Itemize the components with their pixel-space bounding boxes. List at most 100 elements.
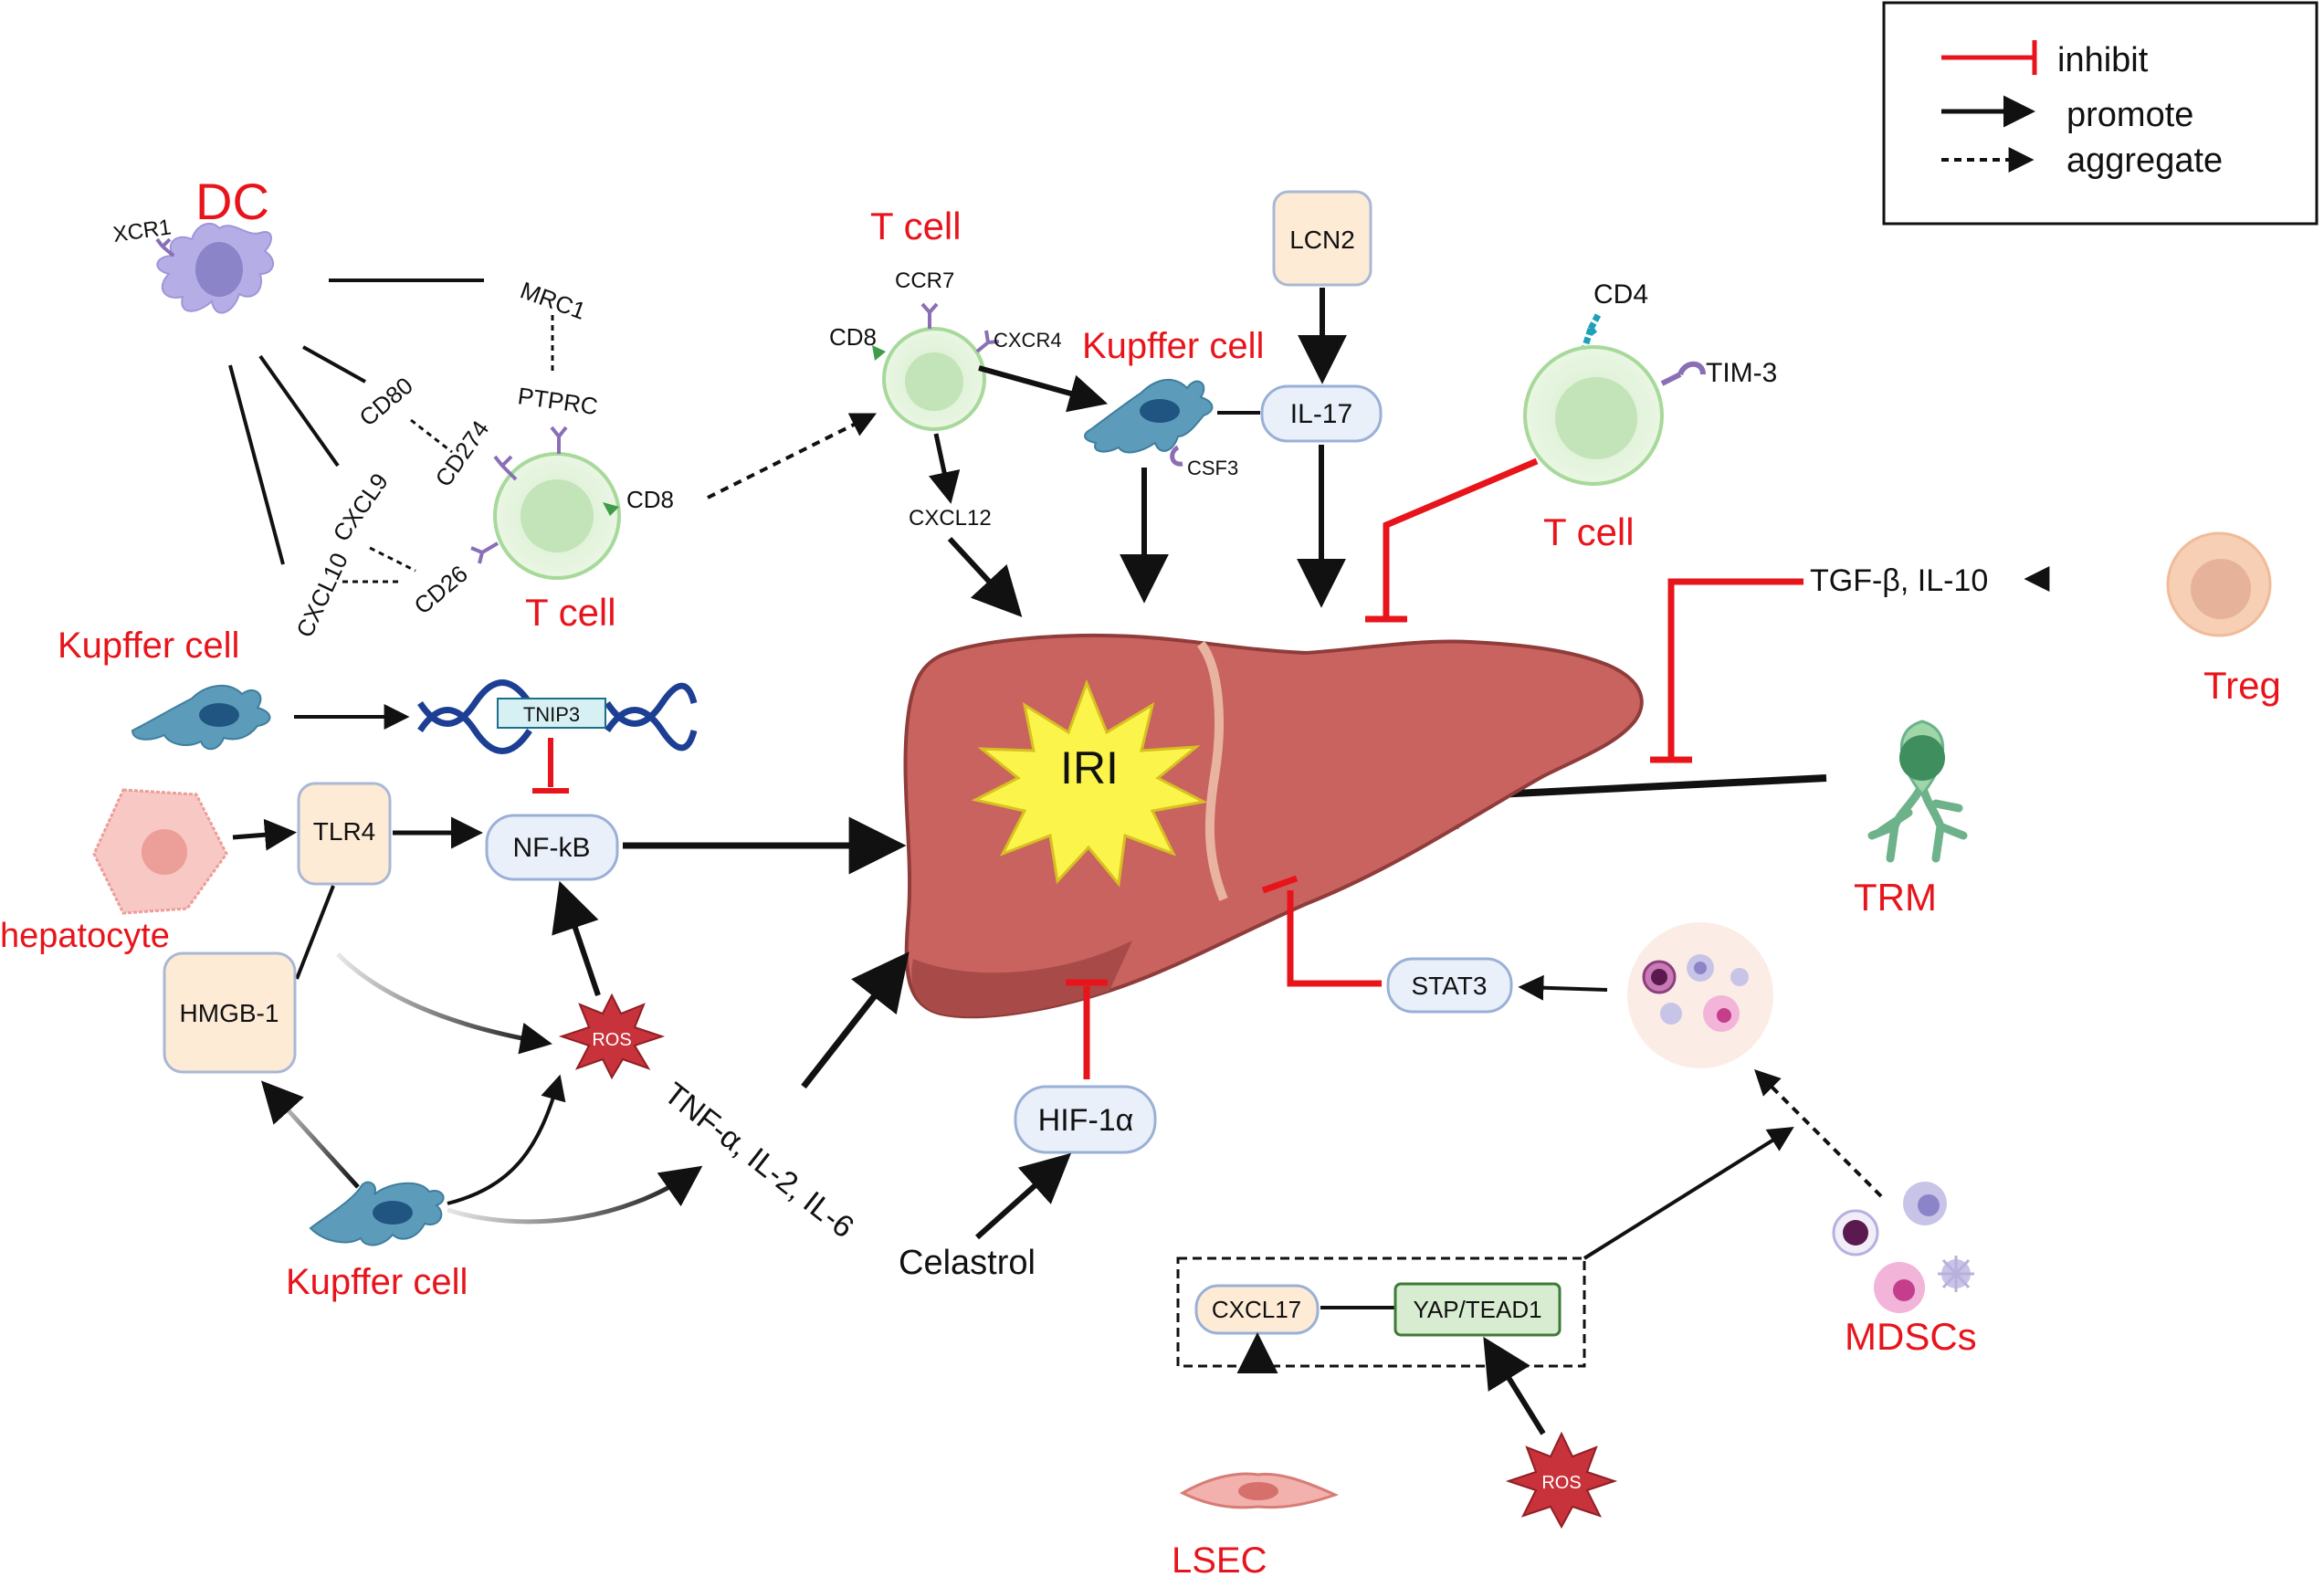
cd4-receptor-icon — [1581, 313, 1602, 351]
kupffer-left-icon — [131, 684, 271, 751]
cd4-tcell-cluster: CD4 TIM-3 T cell — [1365, 279, 1777, 623]
t-cell-right-label: T cell — [1543, 510, 1635, 553]
left-middle-cluster: Kupffer cell TNIP3 hepatocyte TLR4 NF-kB — [0, 626, 910, 1302]
treg-trm-cluster: Treg TGF-β, IL-10 TRM — [1391, 531, 2281, 919]
t-cell-top-icon — [882, 327, 986, 431]
cxcl10-label: CXCL10 — [290, 549, 353, 642]
cxcr4-label: CXCR4 — [994, 329, 1062, 352]
t-cell-left-label: T cell — [525, 591, 616, 634]
cxcr4-receptor-icon — [975, 330, 1000, 353]
ros-bottom-label: ROS — [1541, 1473, 1581, 1493]
yap-tead1-label: YAP/TEAD1 — [1413, 1296, 1541, 1323]
stat3-label: STAT3 — [1412, 972, 1488, 1000]
cytokines-label: TNF-α, IL-2, IL-6 — [657, 1076, 860, 1245]
hmgb1-label: HMGB-1 — [180, 999, 279, 1027]
csf3-receptor-icon — [1170, 445, 1183, 467]
cd8-left-label: CD8 — [626, 486, 674, 513]
ccr7-label: CCR7 — [895, 268, 954, 293]
ptprc-label: PTPRC — [516, 382, 599, 420]
trm-cell-icon — [1867, 720, 1968, 863]
treg-cell-icon — [2166, 531, 2272, 637]
iri-label: IRI — [1060, 742, 1119, 794]
dc-cxcl10-link — [228, 364, 285, 565]
kupffer-bottom-icon — [309, 1181, 445, 1246]
ptprc-receptor-icon — [550, 426, 568, 454]
tnip3-label: TNIP3 — [523, 703, 580, 726]
tgf-inhibit-line — [1667, 578, 1803, 760]
hepatocyte-icon — [92, 788, 228, 915]
dc-label: DC — [195, 173, 269, 230]
cxcl17-yap-dashed-box — [1176, 1256, 1586, 1368]
hif1a-label: HIF-1α — [1038, 1103, 1134, 1138]
cxcl17-label: CXCL17 — [1212, 1296, 1301, 1323]
liver-organ: IRI — [903, 634, 1644, 1019]
yap-to-mdsc-arrow — [1583, 1127, 1794, 1260]
cd274-receptor-icon — [493, 455, 518, 481]
cytokines-to-liver-arrow — [801, 951, 910, 1089]
treg-label: Treg — [2203, 664, 2281, 707]
tnip3-box — [497, 698, 606, 729]
kupffer-left-label: Kupffer cell — [58, 626, 239, 666]
kupffer-top-icon — [1084, 379, 1214, 454]
xcr1-label: XCR1 — [111, 215, 173, 247]
tim3-receptor-icon — [1660, 361, 1706, 386]
iri-burst — [971, 678, 1208, 888]
cd8-top-label: CD8 — [829, 323, 877, 351]
dc-cd80-link — [302, 345, 366, 384]
stat3-inhibit-bar — [1261, 875, 1299, 894]
mdsc-cluster-to-stat3-arrow — [1518, 974, 1608, 1001]
dc-cell-icon — [156, 222, 274, 314]
t-cell-top-label: T cell — [870, 205, 962, 247]
mdscs-label: MDSCs — [1845, 1315, 1977, 1358]
tlr4-hmgb1-link — [295, 885, 335, 980]
kupffer-top-label: Kupffer cell — [1082, 326, 1264, 366]
cd26-receptor-icon — [470, 541, 500, 564]
mdsc-bubble-icon — [1627, 922, 1773, 1068]
hepatocyte-label: hepatocyte — [0, 917, 170, 955]
cd274-label: CD274 — [429, 415, 494, 492]
hmgb1-box — [163, 951, 297, 1074]
lsec-cell-icon — [1179, 1472, 1339, 1509]
tlr4-label: TLR4 — [313, 817, 375, 846]
bottom-cluster: CXCL17 YAP/TEAD1 LSEC ROS — [1172, 1127, 1794, 1577]
cd4-tcell-inhibit-line — [1383, 457, 1539, 619]
lcn2-box — [1272, 190, 1372, 287]
stat3-box — [1386, 957, 1513, 1014]
nfkb-label: NF-kB — [513, 833, 591, 863]
cd8-receptor-left-icon — [603, 502, 619, 516]
ros-left-label: ROS — [592, 1030, 631, 1050]
il17-box — [1260, 384, 1383, 443]
legend-aggregate-label: aggregate — [2066, 142, 2223, 180]
kupffer-to-hmgb1-arrow — [260, 1080, 360, 1189]
il17-label: IL-17 — [1290, 399, 1352, 429]
ros-left-icon — [558, 993, 666, 1080]
cxcl9-label: CXCL9 — [327, 468, 394, 547]
hif-celastrol-cluster: HIF-1α Celastrol — [899, 979, 1157, 1282]
xcr1-receptor-icon — [155, 237, 175, 258]
celastrol-label: Celastrol — [899, 1244, 1036, 1282]
liver-inferior — [911, 941, 1132, 1017]
cxcl12-label: CXCL12 — [909, 506, 992, 531]
mdscs-cells-icon — [1832, 1182, 1974, 1313]
legend-promote-label: promote — [2066, 96, 2193, 134]
cd4-label: CD4 — [1593, 279, 1648, 310]
tlr4-box — [297, 782, 392, 886]
tcell-to-cxcl12-arrow — [929, 433, 961, 504]
t-cell-right-icon — [1523, 345, 1664, 486]
stat3-inhibit-line — [1287, 890, 1382, 987]
mdscs-to-bubble-aggregate-arrow — [1754, 1069, 1883, 1198]
kupffer-to-ros-arrow — [447, 1074, 566, 1205]
lsec-label: LSEC — [1172, 1540, 1267, 1577]
ros-to-nfkb-arrow — [552, 880, 601, 996]
cxcl12-to-liver-arrow — [947, 536, 1023, 617]
dc-cluster: DC XCR1 MRC1 PTPRC CD80 CD274 CXCL9 CXCL… — [111, 173, 878, 642]
ros-bottom-icon — [1505, 1431, 1618, 1530]
dc-cxcl9-link — [258, 354, 340, 468]
cxcl9-cd26-link — [369, 546, 416, 573]
kupffer-to-cytokines-arrow — [447, 1165, 703, 1225]
ros-to-yap-arrow — [1483, 1336, 1546, 1435]
ccr7-receptor-icon — [920, 302, 939, 329]
nfkb-box — [485, 814, 619, 881]
cd26-label: CD26 — [409, 560, 473, 620]
